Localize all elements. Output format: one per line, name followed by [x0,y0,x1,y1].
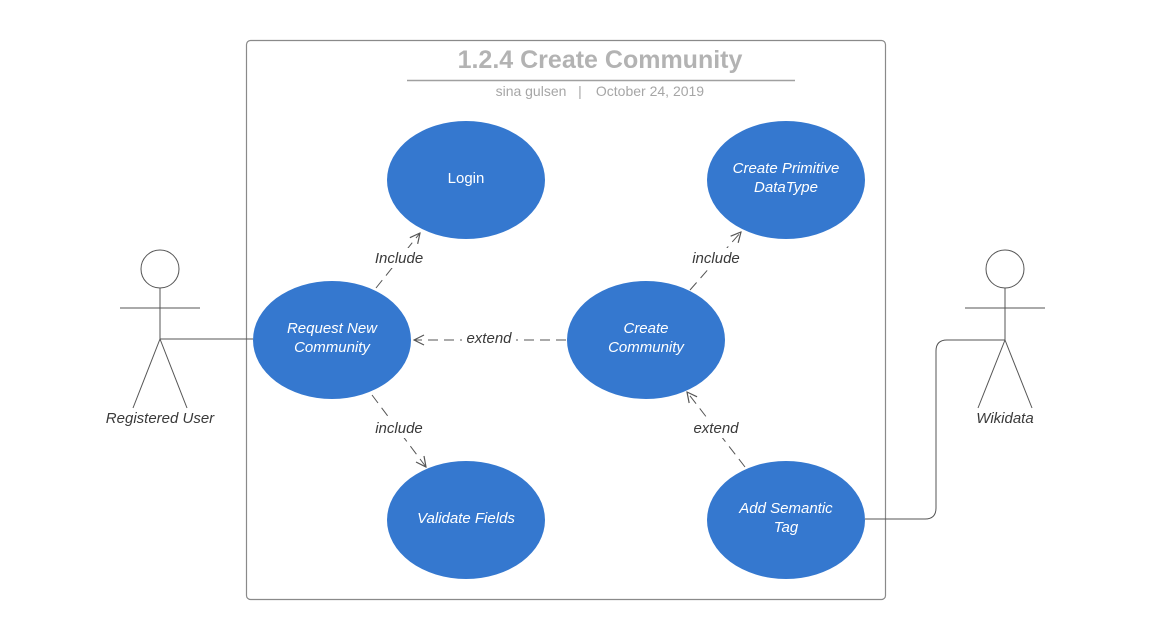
actor-left-leg [977,339,1006,409]
actor-right-leg [1004,339,1033,409]
actor-head-icon [985,249,1025,289]
diagram-title: 1.2.4 Create Community [458,46,743,74]
relation-label-request-login: Include [375,250,423,267]
use-case-request-new-community[interactable]: Request New Community [253,281,411,399]
use-case-create-community[interactable]: Create Community [567,281,725,399]
use-case-create-primitive-datatype[interactable]: Create Primitive DataType [707,121,865,239]
use-case-validate-fields[interactable]: Validate Fields [387,461,545,579]
use-case-label: Create Primitive [733,160,840,177]
diagram-date: October 24, 2019 [596,83,704,99]
relation-label-tag-create: extend [693,420,739,437]
use-case-label: Create [623,320,668,337]
relation-label-bg [688,248,744,268]
use-case-label: Community [294,339,371,356]
relation-label-bg [462,329,516,349]
use-case-label: Community [608,339,685,356]
use-case-label: Tag [774,519,799,536]
header-separator: | [578,83,582,99]
relation-label-create-request: extend [466,330,512,347]
use-case-label: Request New [287,320,378,337]
actor-wikidata[interactable] [965,249,1045,409]
actor-label-registered-user: Registered User [106,410,215,427]
actor-label-wikidata: Wikidata [976,410,1033,427]
association-wikidata[interactable] [865,339,1005,520]
use-case-add-semantic-tag[interactable]: Add Semantic Tag [707,461,865,579]
use-case-label: Login [448,170,485,187]
use-case-label: Validate Fields [417,510,515,527]
use-case-label: Add Semantic [738,500,833,517]
actor-left-leg [132,338,161,409]
relation-label-bg [371,248,427,268]
use-case-label: DataType [754,179,818,196]
actor-registered-user[interactable] [120,249,200,409]
relation-label-bg [690,418,742,438]
actor-head-icon [140,249,180,289]
relation-label-request-validate: include [375,420,423,437]
actor-right-leg [159,338,188,409]
relation-label-create-primitive: include [692,250,740,267]
diagram-author: sina gulsen [496,83,567,99]
relation-label-bg [371,418,427,438]
use-case-login[interactable]: Login [387,121,545,239]
